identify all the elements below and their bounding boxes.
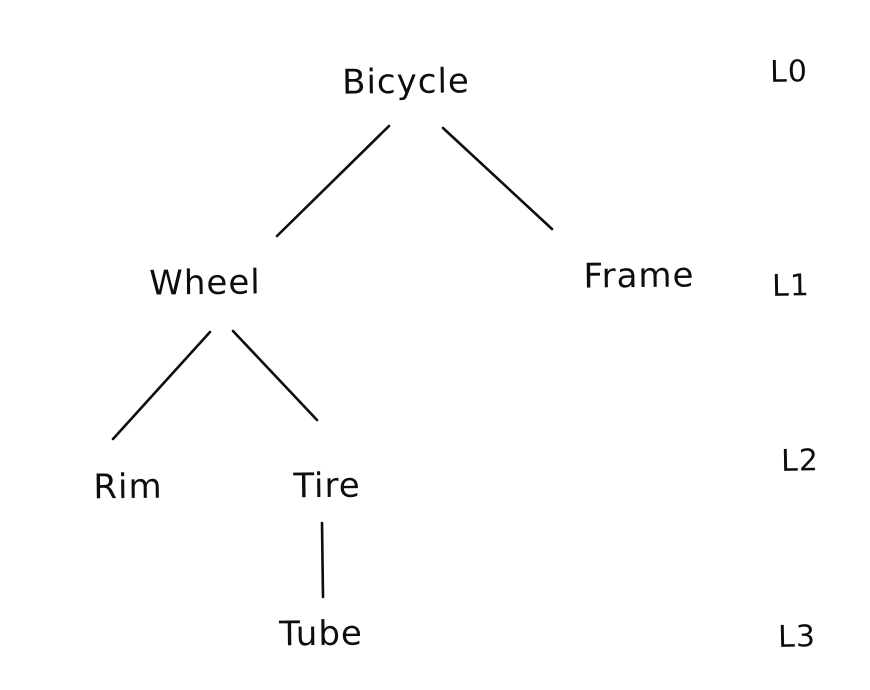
tree-node-tire: Tire [293, 465, 361, 507]
level-label-2: L2 [780, 443, 820, 479]
level-label-0: L0 [769, 54, 809, 90]
level-label-1: L1 [771, 268, 811, 304]
tree-node-wheel: Wheel [149, 262, 261, 304]
level-label-3: L3 [777, 619, 817, 655]
edge-tire-tube [320, 521, 325, 599]
edge-bicycle-frame [441, 126, 554, 231]
edge-wheel-tire [231, 329, 319, 422]
edge-wheel-rim [111, 330, 212, 441]
tree-node-rim: Rim [93, 466, 163, 508]
tree-node-bicycle: Bicycle [341, 61, 471, 103]
edge-bicycle-wheel [275, 124, 391, 238]
tree-node-tube: Tube [278, 613, 364, 655]
tree-node-frame: Frame [583, 255, 695, 297]
